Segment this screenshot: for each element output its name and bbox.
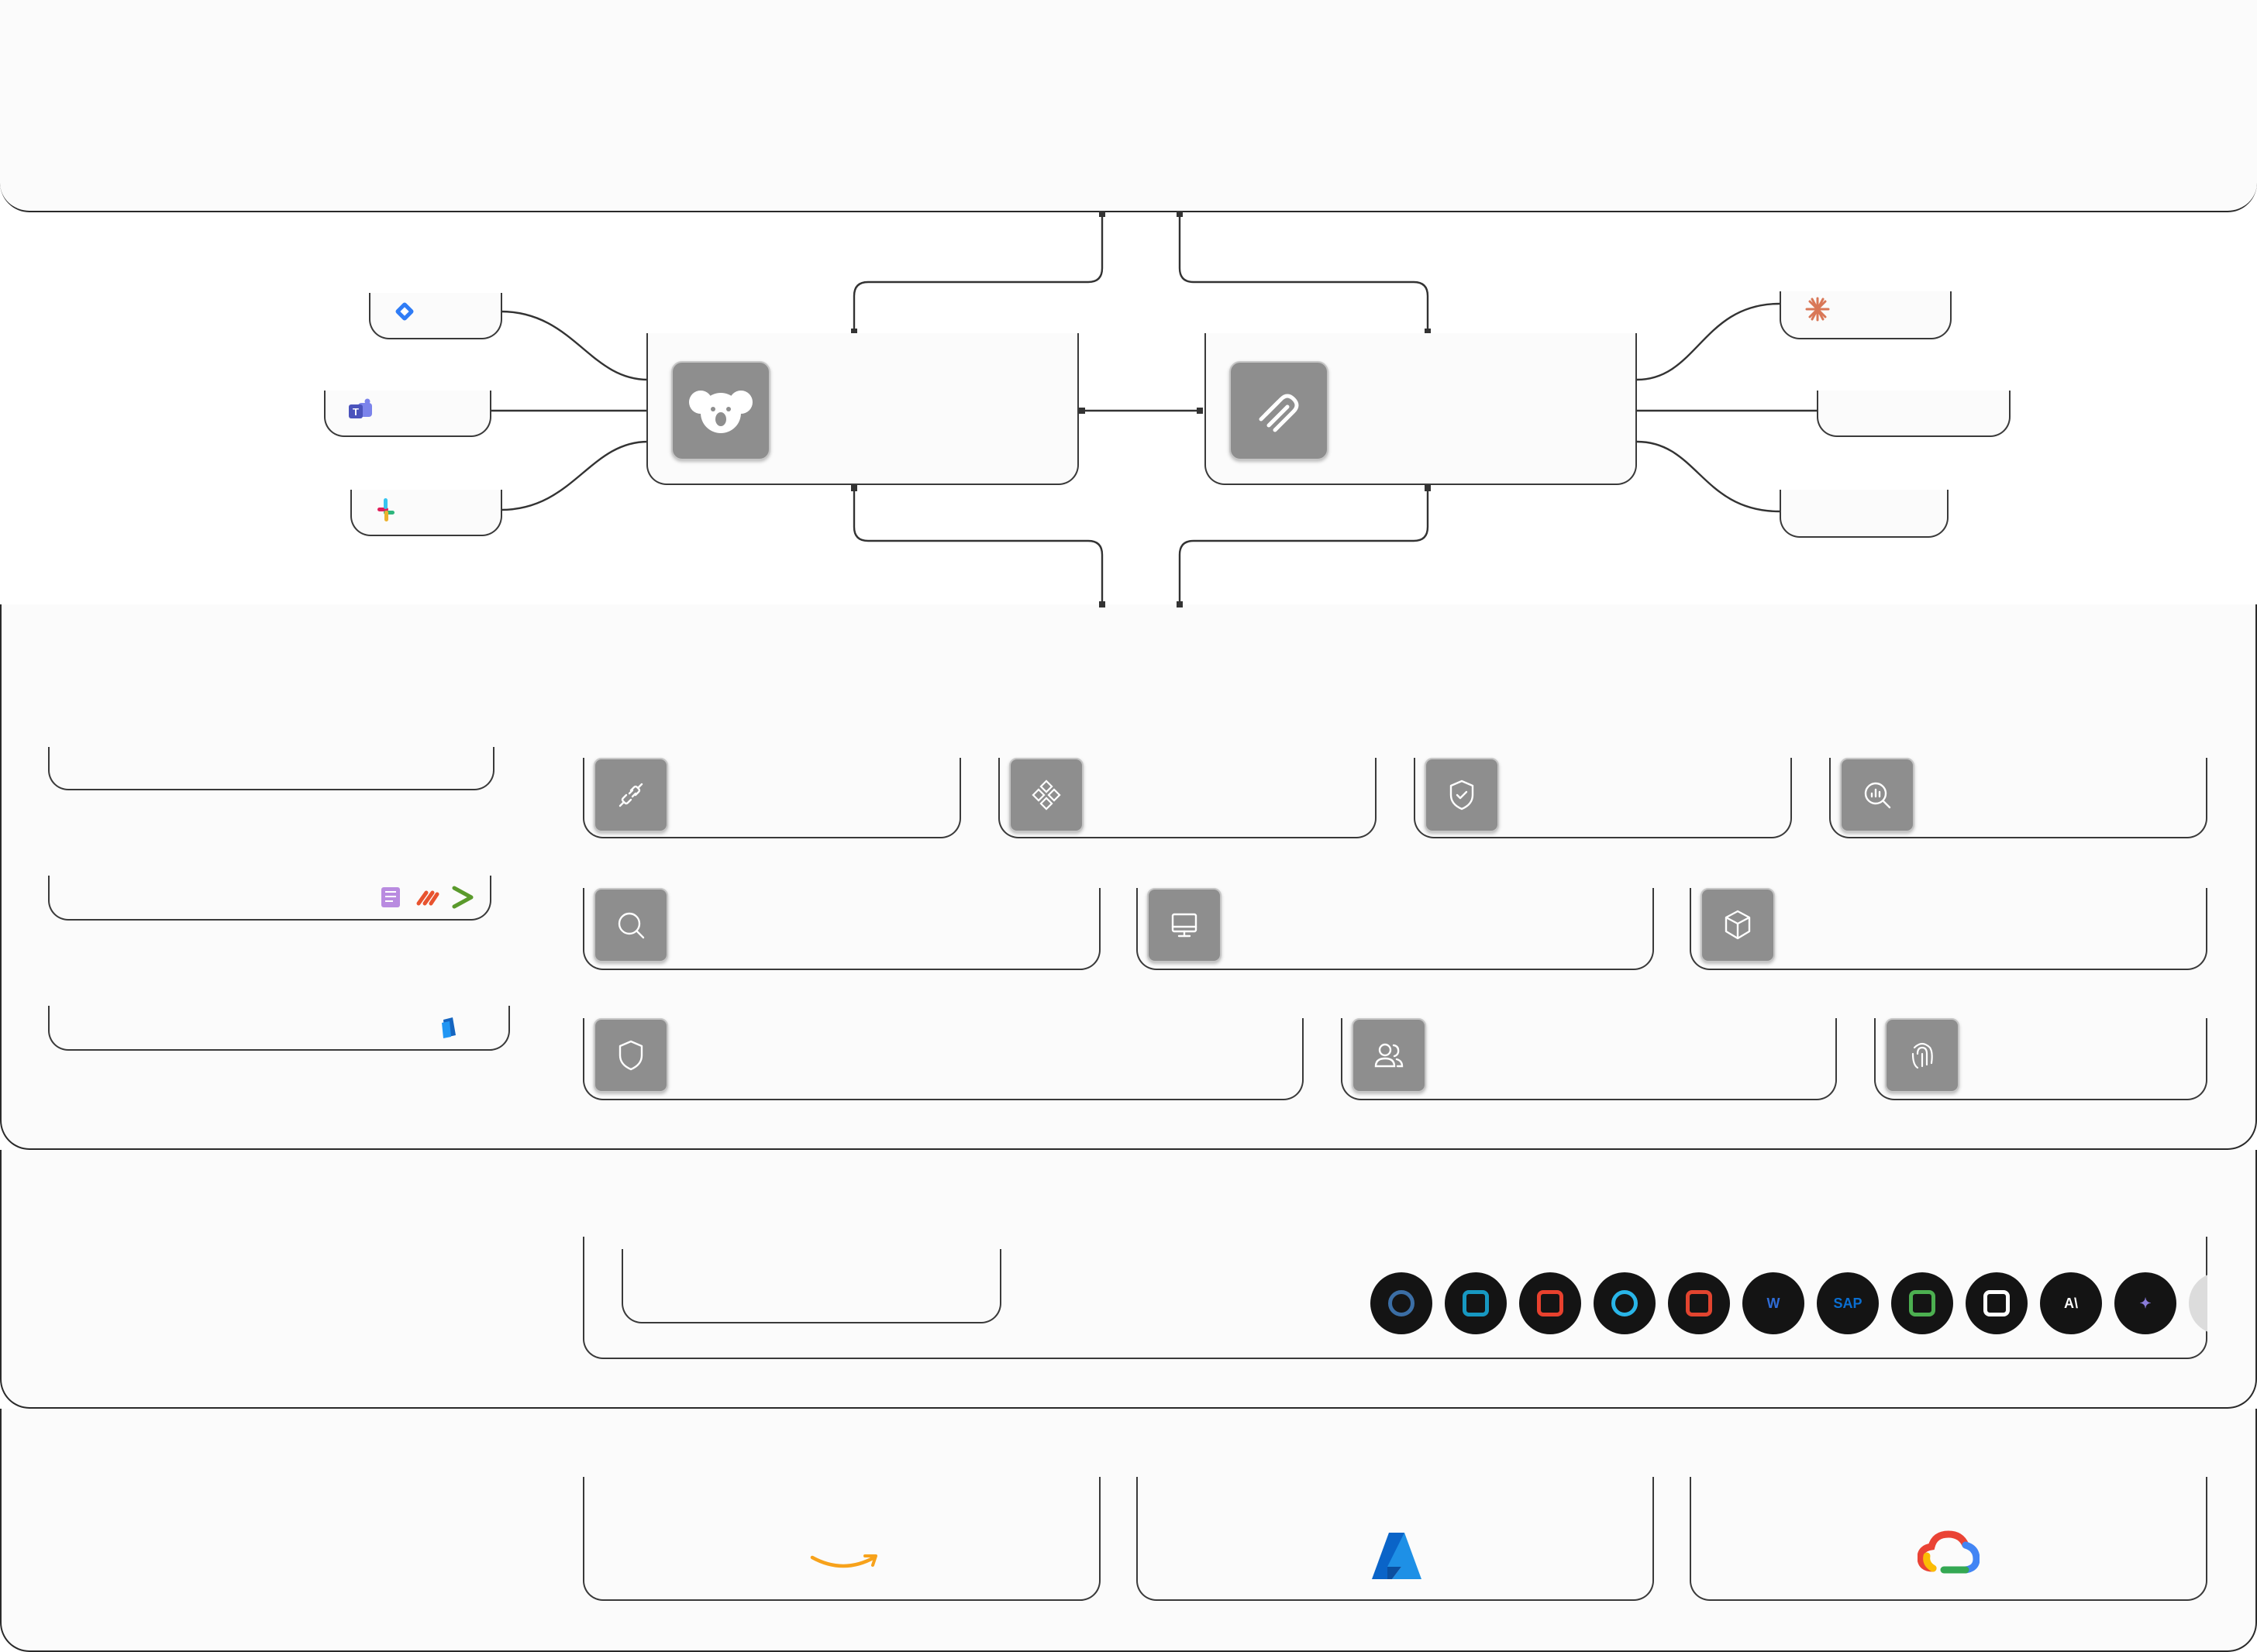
stripes-icon: [416, 890, 439, 906]
side-card-2[interactable]: [48, 876, 491, 921]
openai-alt-icon: [1891, 1272, 1953, 1334]
aws-icon: [810, 1554, 877, 1568]
feature-card-shield[interactable]: [583, 1018, 1304, 1100]
workday-icon: W: [1742, 1272, 1804, 1334]
notebook-icon: [381, 887, 400, 907]
shield-icon: [594, 1018, 668, 1093]
integration-right-3[interactable]: [1780, 490, 1949, 538]
integration-claude[interactable]: [1780, 291, 1952, 339]
postgres-icon: [1370, 1272, 1432, 1334]
feature-card-monitor[interactable]: [1136, 888, 1654, 970]
header-section: [0, 0, 2257, 212]
oracle-icon: [1668, 1272, 1730, 1334]
databricks-icon-glyph: [1537, 1290, 1563, 1316]
connectors-label-box: [622, 1249, 1001, 1323]
salesforce-icon-glyph: [1463, 1290, 1489, 1316]
feature-card-plug[interactable]: [583, 758, 961, 838]
nodes-icon: [1009, 758, 1084, 832]
hub-left-card[interactable]: [646, 333, 1079, 485]
teams-icon: T: [349, 398, 372, 418]
feature-card-cube[interactable]: [1690, 888, 2207, 970]
salesforce-icon: [1445, 1272, 1507, 1334]
hub-right-card[interactable]: [1204, 333, 1637, 485]
integration-teams[interactable]: T: [324, 391, 491, 437]
oracle-icon-glyph: [1686, 1290, 1712, 1316]
snowflake-icon-glyph: [1611, 1290, 1638, 1316]
cloud-card-gcp[interactable]: [1690, 1477, 2207, 1601]
svg-text:T: T: [353, 406, 359, 418]
side-card-1[interactable]: [48, 747, 494, 790]
feature-card-users[interactable]: [1341, 1018, 1837, 1100]
gemini-icon: ✦: [2114, 1272, 2176, 1334]
feature-card-fingerprint[interactable]: [1874, 1018, 2207, 1100]
workday-icon-text: W: [1766, 1295, 1780, 1311]
slack-icon: [377, 498, 395, 521]
terminal-icon: [452, 886, 474, 909]
gcp-icon: [1918, 1530, 1980, 1574]
cloud-card-aws[interactable]: [583, 1477, 1101, 1601]
openai-icon-glyph: [1983, 1290, 2010, 1316]
koala-icon: [671, 361, 770, 460]
integration-slack[interactable]: [350, 490, 502, 536]
shield-check-icon: [1425, 758, 1499, 832]
header-title: [973, 28, 1284, 59]
postgres-icon-glyph: [1388, 1290, 1415, 1316]
users-icon: [1352, 1018, 1426, 1093]
fingerprint-icon: [1885, 1018, 1959, 1093]
sap-icon-text: SAP: [1833, 1295, 1862, 1311]
more-logos-indicator: [2189, 1272, 2207, 1334]
snowflake-icon: [1594, 1272, 1656, 1334]
azure-icon: [1372, 1533, 1421, 1579]
feature-card-shield-check[interactable]: [1414, 758, 1792, 838]
feature-card-search[interactable]: [583, 888, 1101, 970]
paperclip-icon: [1229, 361, 1328, 460]
chart-search-icon: [1840, 758, 1914, 832]
databricks-icon: [1519, 1272, 1581, 1334]
jira-icon: [395, 302, 414, 321]
cube-icon: [1701, 888, 1775, 962]
integration-jira[interactable]: [369, 293, 502, 339]
anthropic-icon-text: A\: [2064, 1295, 2078, 1311]
plug-icon: [594, 758, 668, 832]
feature-card-nodes[interactable]: [998, 758, 1377, 838]
phone-icon: [442, 1017, 456, 1038]
side-card-3[interactable]: [48, 1006, 510, 1051]
sap-icon: SAP: [1817, 1272, 1879, 1334]
openai-alt-icon-glyph: [1909, 1290, 1935, 1316]
search-icon: [594, 888, 668, 962]
cloud-card-azure[interactable]: [1136, 1477, 1654, 1601]
feature-card-chart-search[interactable]: [1829, 758, 2207, 838]
integration-right-2[interactable]: [1817, 391, 2011, 437]
openai-icon: [1966, 1272, 2028, 1334]
gemini-icon-text: ✦: [2139, 1295, 2152, 1311]
claude-icon: [1805, 297, 1830, 322]
monitor-icon: [1147, 888, 1222, 962]
connector-logos: W SAP A\ ✦: [1370, 1272, 2207, 1337]
anthropic-icon: A\: [2040, 1272, 2102, 1334]
connectors-card[interactable]: W SAP A\ ✦: [583, 1237, 2207, 1359]
